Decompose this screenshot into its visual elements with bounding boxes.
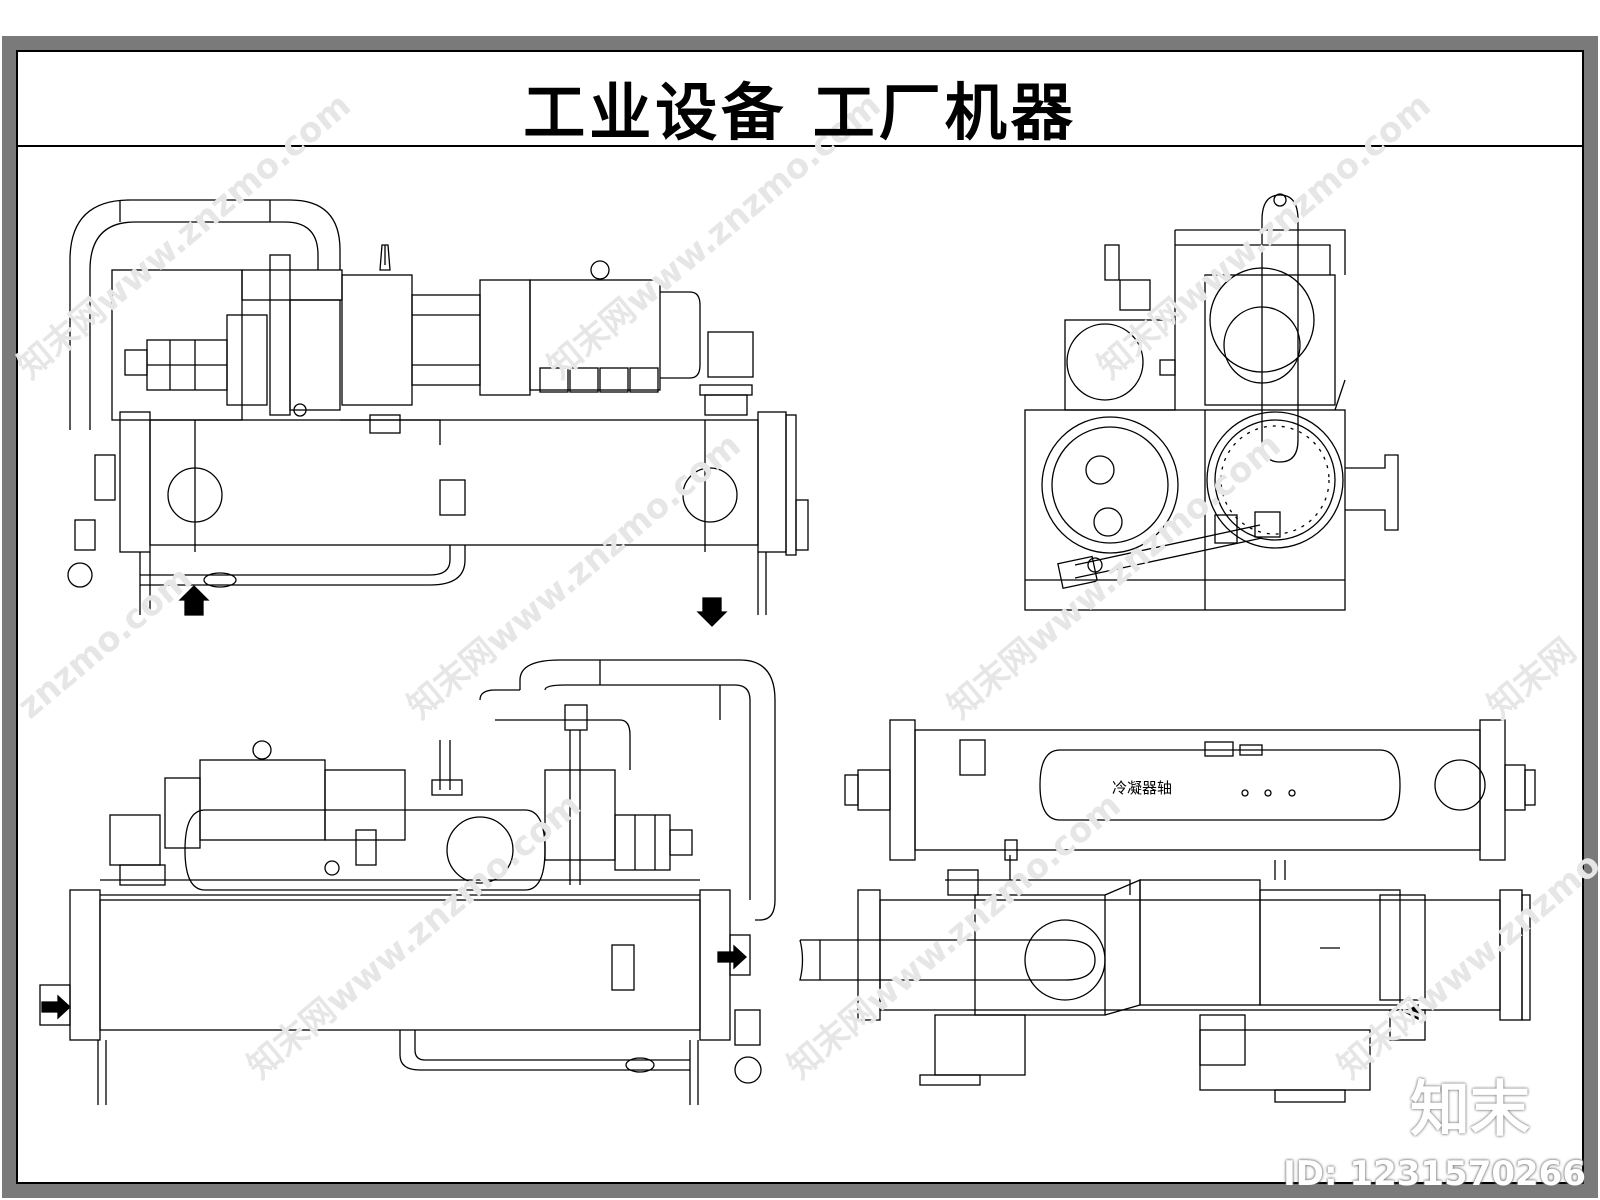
condenser-label: 冷凝器轴 xyxy=(1112,779,1173,797)
chiller-end-view xyxy=(1024,193,1399,611)
page-title: 工业设备 工厂机器 xyxy=(523,76,1077,149)
watermark-id: ID: 1231570266 xyxy=(1283,1154,1586,1194)
plan-arrow xyxy=(1403,1003,1419,1021)
inlet-arrow xyxy=(178,585,210,616)
outlet-arrow xyxy=(696,597,728,627)
chiller-side-view-1 xyxy=(67,199,809,615)
watermark-logo: 知末 xyxy=(1410,1075,1530,1145)
chiller-side-view-2 xyxy=(39,659,776,1105)
side2-inlet-arrow xyxy=(41,994,71,1020)
chiller-plan-view xyxy=(799,719,1536,1103)
sheet-border-inner xyxy=(16,50,1584,1184)
side2-outlet-arrow xyxy=(717,944,747,970)
